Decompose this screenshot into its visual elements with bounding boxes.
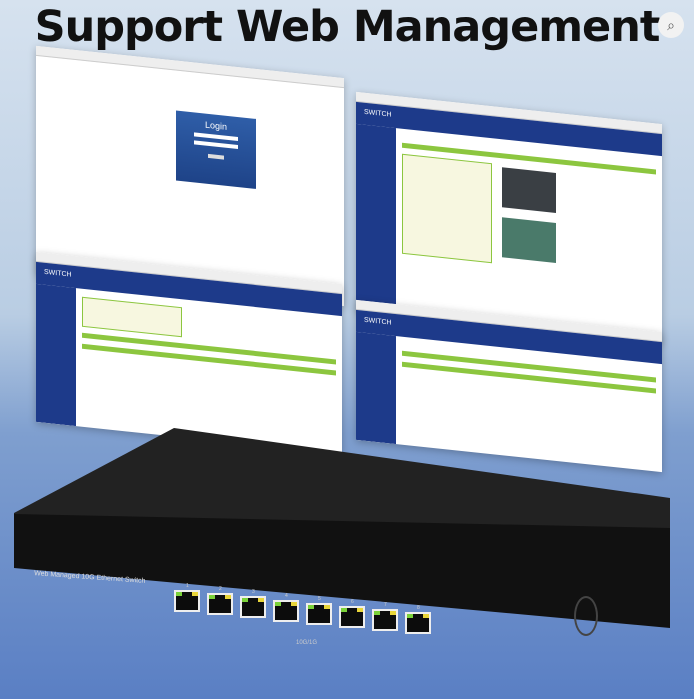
rj45-port[interactable] <box>240 596 266 619</box>
link-led <box>209 595 215 600</box>
login-dialog: Login <box>176 110 256 189</box>
rj45-port[interactable] <box>372 609 398 632</box>
fan-vent <box>574 596 598 636</box>
rj45-port[interactable] <box>339 606 365 628</box>
link-led <box>407 614 413 619</box>
login-heading: Login <box>204 119 228 132</box>
headline: Support Web Management <box>34 2 661 52</box>
activity-led <box>357 608 363 612</box>
sidebar-menu[interactable] <box>36 283 76 427</box>
content <box>82 296 336 448</box>
activity-led <box>423 614 429 619</box>
activity-led <box>258 598 264 603</box>
port-number: 4 <box>285 592 288 599</box>
port-number: 6 <box>351 599 354 605</box>
rj45-port[interactable] <box>207 593 233 616</box>
graph-panel <box>502 217 556 263</box>
link-led <box>341 608 347 612</box>
link-led <box>374 611 380 616</box>
activity-led <box>390 611 396 616</box>
rj45-port[interactable] <box>273 599 299 622</box>
activity-led <box>225 595 231 600</box>
port-number: 2 <box>219 586 222 593</box>
browser-bar <box>36 45 344 89</box>
link-led <box>308 604 314 609</box>
activity-led <box>291 601 297 606</box>
password-field[interactable] <box>194 140 238 150</box>
link-led <box>275 601 281 606</box>
link-led <box>242 598 248 603</box>
config-box <box>82 296 182 338</box>
port-number: 8 <box>417 605 420 612</box>
port-number: 1 <box>186 583 189 589</box>
vlan-screen: SWITCH <box>36 251 342 455</box>
rj45-port[interactable] <box>306 602 332 625</box>
port-number: 5 <box>318 595 321 602</box>
speed-label: 10G/1G <box>296 640 318 646</box>
sidebar-menu[interactable] <box>356 123 396 317</box>
activity-led <box>324 604 330 609</box>
login-button[interactable] <box>208 153 224 160</box>
activity-led <box>192 592 198 596</box>
rj45-port[interactable] <box>174 590 200 612</box>
port-number: 3 <box>252 589 255 596</box>
content <box>402 137 656 338</box>
username-field[interactable] <box>194 132 238 142</box>
visual-search-icon[interactable]: ⌕ <box>658 12 684 38</box>
port-number: 7 <box>384 602 387 609</box>
info-table <box>402 153 492 264</box>
graph-panel <box>502 167 556 213</box>
link-led <box>176 592 182 596</box>
rj45-port[interactable] <box>405 612 431 635</box>
